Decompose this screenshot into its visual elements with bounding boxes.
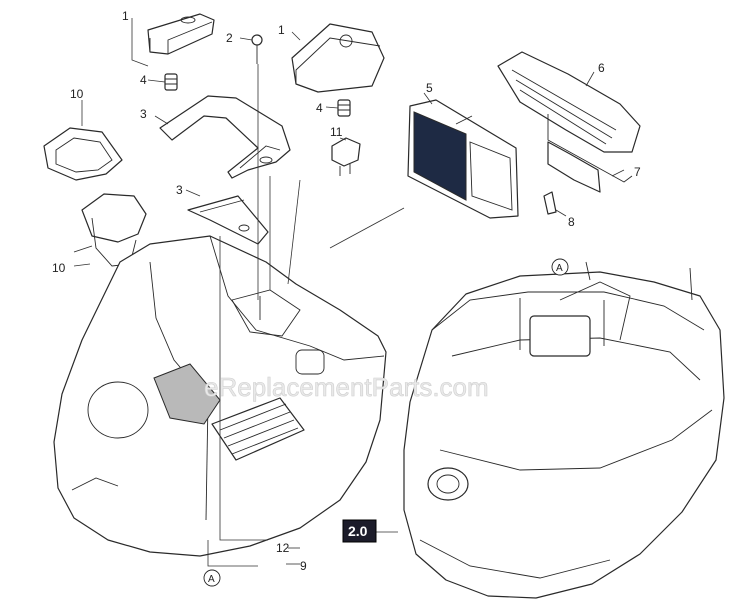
- cover-part-1-center: [291, 23, 385, 93]
- assembly-badge: 2.0: [342, 519, 377, 543]
- svg-text:2.0: 2.0: [348, 523, 368, 539]
- grille-part-6: [497, 51, 641, 183]
- callout-5: 5: [426, 81, 433, 95]
- callout-4-left: 4: [140, 73, 147, 87]
- reference-a-top: A: [551, 258, 569, 276]
- callout-4-center: 4: [316, 101, 323, 115]
- callout-8: 8: [568, 215, 575, 229]
- callout-3-lower: 3: [176, 183, 183, 197]
- callout-1-center: 1: [278, 23, 285, 37]
- reference-a-bottom: A: [203, 569, 221, 587]
- callout-3-upper: 3: [140, 107, 147, 121]
- lid-part-10-upper: [43, 127, 123, 181]
- clip-part-8: [543, 191, 557, 215]
- cover-part-1-left: [147, 13, 215, 55]
- base-housing: [403, 261, 725, 599]
- callout-10-upper: 10: [70, 87, 84, 101]
- plate-part-3-lower: [187, 195, 269, 245]
- switch-part-11: [331, 137, 361, 176]
- leader-lines: [73, 18, 625, 567]
- svg-text:A: A: [208, 574, 215, 585]
- spring-part-4-left: [164, 73, 178, 91]
- filter-part-5: [407, 99, 519, 219]
- watermark: eReplacementParts.com: [204, 372, 489, 402]
- callout-1-left: 1: [122, 9, 129, 23]
- callout-9: 9: [300, 559, 307, 573]
- spring-part-4-center: [337, 99, 351, 117]
- callout-6: 6: [598, 61, 605, 75]
- handle-part-3-upper: [159, 95, 291, 179]
- screw-part-2: [251, 34, 263, 64]
- callout-11: 11: [330, 125, 343, 139]
- callout-7: 7: [634, 165, 641, 179]
- callout-10-lower: 10: [52, 261, 66, 275]
- bracket-part-7: [547, 141, 601, 193]
- callout-12: 12: [276, 541, 290, 555]
- callout-2: 2: [226, 31, 233, 45]
- svg-text:A: A: [556, 263, 563, 274]
